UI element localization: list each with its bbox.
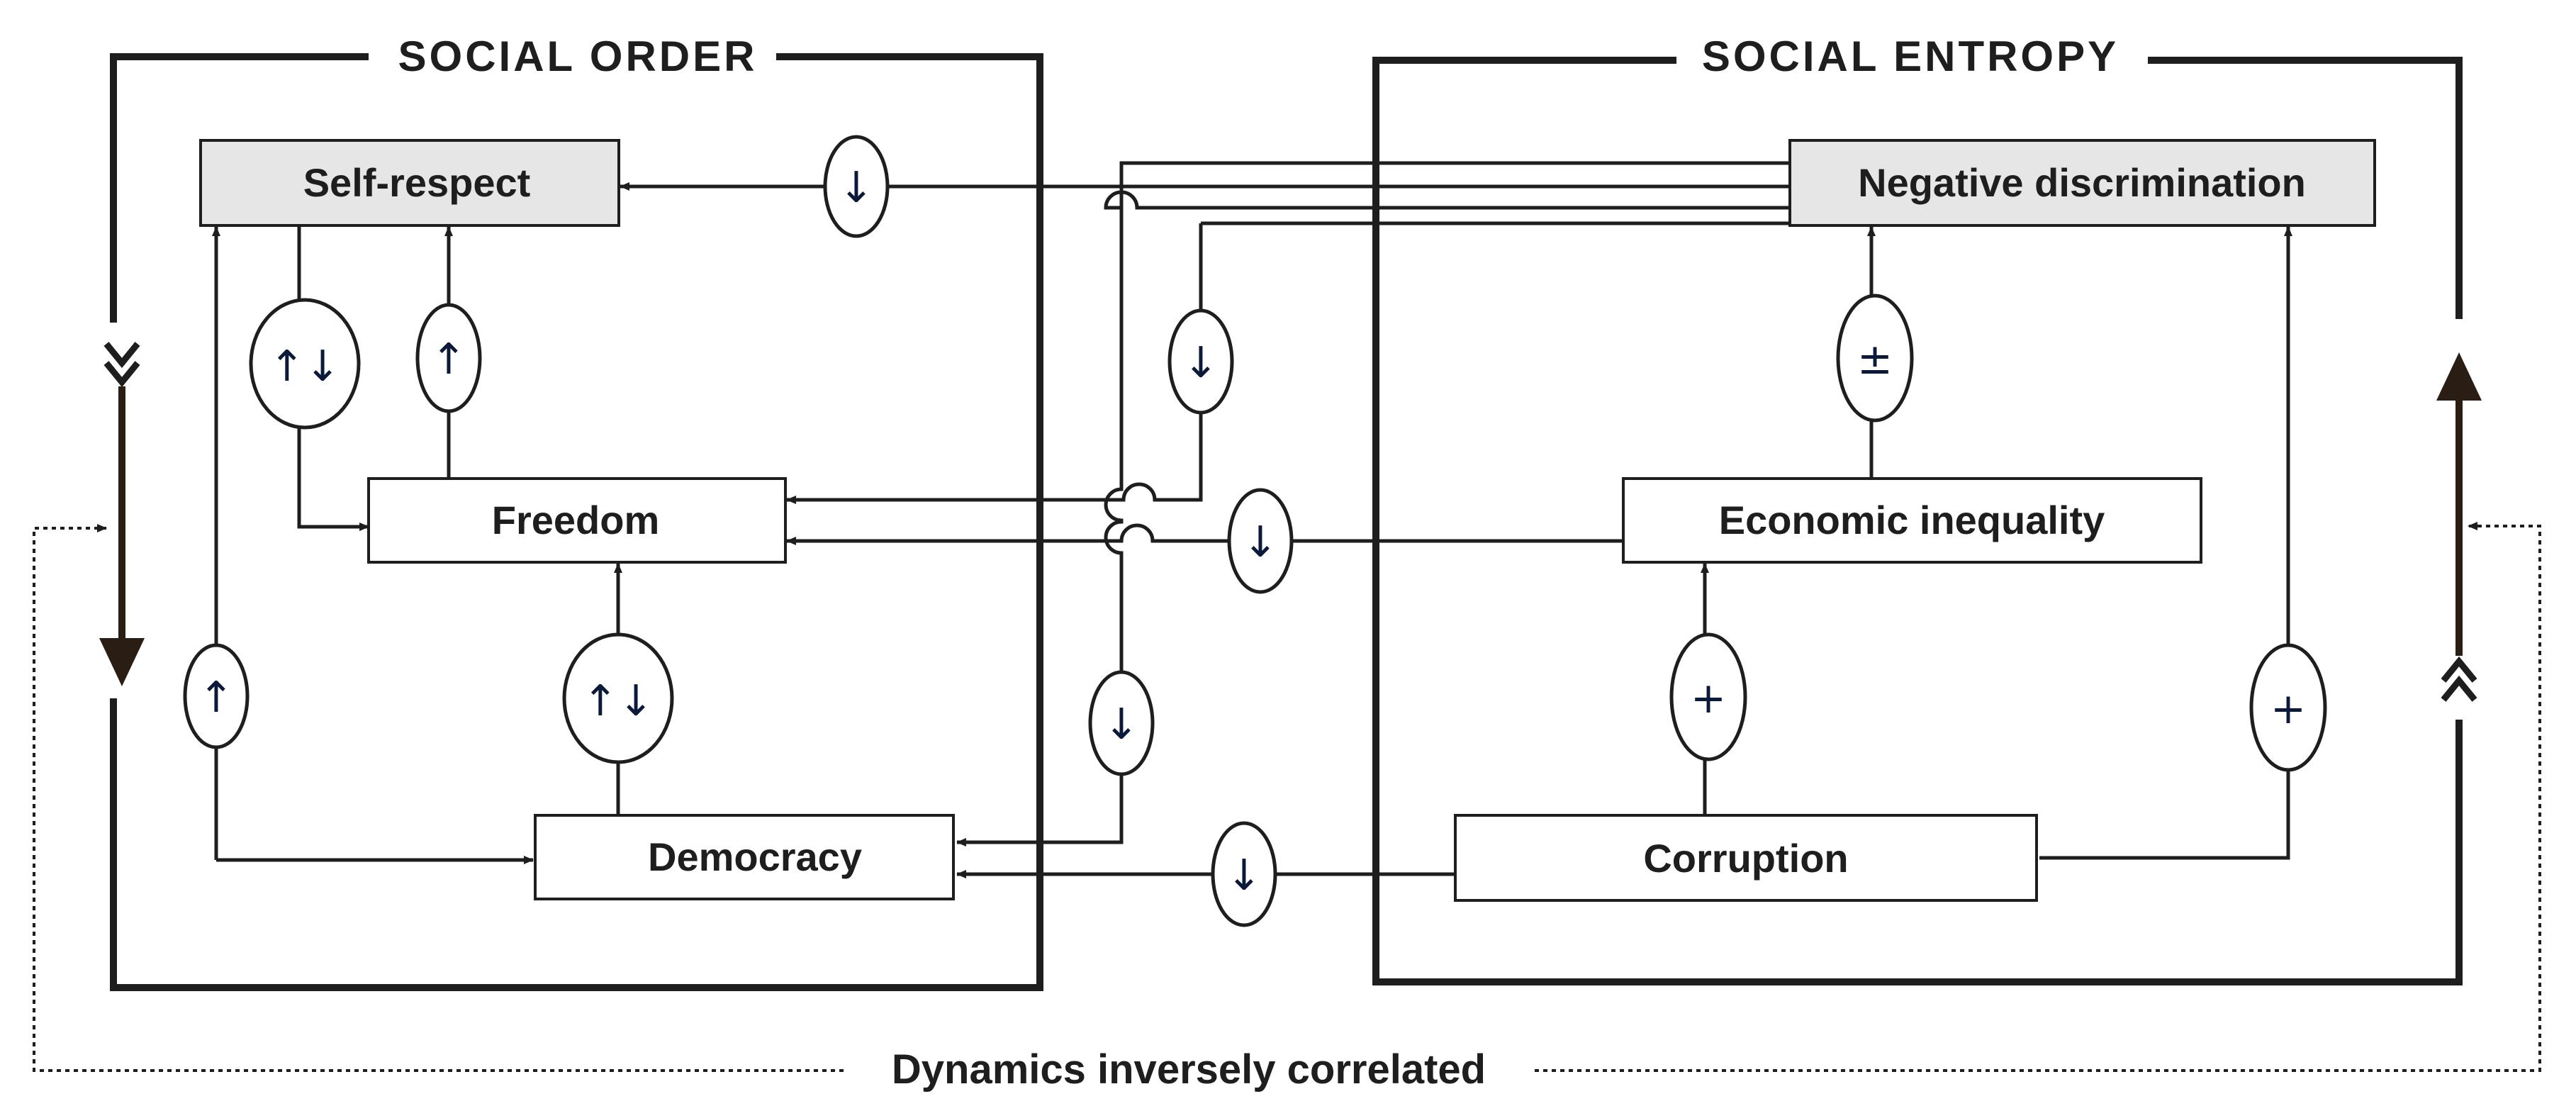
sign-freedom-self-respect: ↑ <box>415 303 482 413</box>
inverse-correlation-line <box>33 522 2541 1072</box>
sign-corruption-discrimination: + <box>2249 643 2327 772</box>
svg-text:↓: ↓ <box>839 163 874 213</box>
node-economic-inequality[interactable]: Economic inequality <box>1622 477 2202 564</box>
sign-inequality-discrimination: ± <box>1836 294 1914 423</box>
svg-text:↓: ↓ <box>1243 518 1278 567</box>
sign-democracy-self-respect: ↑ <box>183 643 250 749</box>
edge-discrimination-freedom <box>787 190 1790 500</box>
svg-text:↑↓: ↑↓ <box>269 342 341 391</box>
node-self-respect[interactable]: Self-respect <box>199 139 620 227</box>
footer-label: Dynamics inversely correlated <box>892 1046 1486 1093</box>
sign-corruption-democracy: ↓ <box>1211 821 1277 927</box>
social-entropy-increase-arrow <box>2436 352 2482 702</box>
edge-inequality-freedom <box>786 523 1623 545</box>
node-corruption[interactable]: Corruption <box>1454 814 2038 902</box>
svg-text:+: + <box>2270 684 2306 734</box>
node-negative-discrimination[interactable]: Negative discrimination <box>1788 139 2376 227</box>
social-order-frame <box>110 53 1043 991</box>
social-entropy-title: SOCIAL ENTROPY <box>1702 33 2119 80</box>
svg-text:+: + <box>1691 674 1726 723</box>
node-self-respect-label: Self-respect <box>303 160 531 205</box>
svg-text:±: ± <box>1857 335 1893 384</box>
svg-text:↓: ↓ <box>1183 338 1219 388</box>
svg-text:↑↓: ↑↓ <box>583 676 654 726</box>
node-negative-discrimination-label: Negative discrimination <box>1858 160 2306 205</box>
svg-text:↑: ↑ <box>431 335 466 384</box>
social-entropy-frame <box>1372 57 2463 985</box>
sign-self-respect-freedom: ↑↓ <box>249 298 361 430</box>
node-freedom[interactable]: Freedom <box>367 477 787 564</box>
node-freedom-label: Freedom <box>492 498 660 542</box>
edge-discrimination-democracy <box>956 161 1790 847</box>
svg-text:↓: ↓ <box>1104 700 1139 749</box>
node-democracy[interactable]: Democracy <box>534 814 955 900</box>
social-order-title: SOCIAL ORDER <box>398 33 758 80</box>
sign-discrimination-freedom: ↓ <box>1167 308 1234 415</box>
svg-text:↑: ↑ <box>198 673 234 722</box>
node-democracy-label: Democracy <box>648 834 862 879</box>
social-order-decrease-arrow <box>99 342 145 686</box>
edge-corruption-discrimination <box>2039 226 2292 860</box>
sign-corruption-inequality: + <box>1669 632 1747 761</box>
sign-discrimination-democracy: ↓ <box>1088 670 1155 776</box>
node-economic-inequality-label: Economic inequality <box>1719 498 2105 542</box>
sign-discrimination-self-respect: ↓ <box>823 135 890 238</box>
sign-democracy-freedom: ↑↓ <box>562 632 674 764</box>
svg-text:↓: ↓ <box>1226 851 1262 900</box>
node-corruption-label: Corruption <box>1643 836 1848 881</box>
sign-inequality-freedom: ↓ <box>1227 488 1294 594</box>
